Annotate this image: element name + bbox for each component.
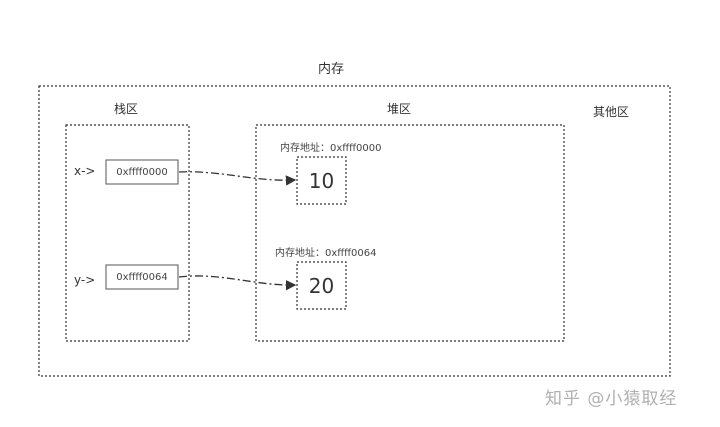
stack-ref-box-y (105, 264, 179, 290)
heap-value-box-1 (296, 156, 347, 205)
heap-address-label-1: 内存地址：0xffff0000 (280, 143, 382, 154)
stack-ref-value-y: 0xffff0064 (116, 271, 168, 283)
stack-ref-value-x: 0xffff0000 (116, 166, 168, 178)
diagram-title: 内存 (318, 62, 345, 77)
memory-outer-box (38, 85, 671, 377)
heap-value-box-2 (296, 261, 347, 310)
heap-address-label-2: 内存地址：0xffff0064 (275, 248, 377, 259)
pointer-label-x: x-> (74, 164, 96, 178)
heap-region-label: 堆区 (387, 102, 412, 116)
heap-value-1: 10 (308, 168, 335, 193)
watermark-text: 知乎 @小猿取经 (545, 389, 678, 409)
arrow-x-to-heap (178, 171, 297, 186)
stack-region-label: 栈区 (114, 102, 139, 116)
heap-region-box (255, 124, 565, 342)
stack-ref-box-x (105, 159, 179, 185)
pointer-label-y: y-> (74, 273, 96, 287)
heap-value-2: 20 (308, 273, 335, 298)
stack-region-box (65, 124, 190, 342)
arrow-y-to-heap (178, 275, 297, 291)
other-region-label: 其他区 (593, 105, 630, 119)
